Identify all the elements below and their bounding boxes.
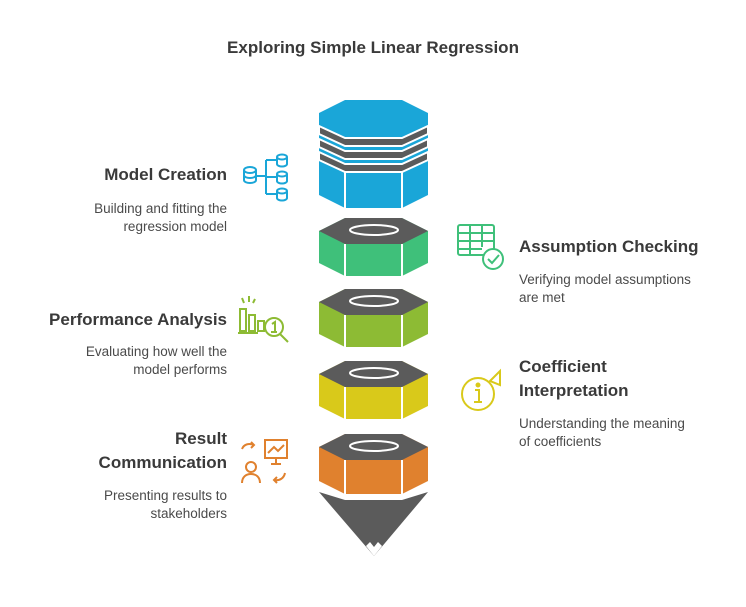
desc-line: Evaluating how well the bbox=[85, 344, 227, 359]
step-title-performance-analysis: Performance Analysis bbox=[49, 310, 227, 329]
step-desc-performance-analysis: Evaluating how well the model performs bbox=[7, 343, 227, 379]
desc-line: model performs bbox=[133, 362, 227, 377]
desc-line: Building and fitting the bbox=[94, 201, 227, 216]
desc-line: of coefficients bbox=[519, 434, 602, 449]
step-title-result-communication: Result Communication bbox=[7, 427, 227, 475]
table-check-icon bbox=[457, 224, 504, 270]
title-line: Interpretation bbox=[519, 381, 629, 400]
stage-performance-analysis bbox=[319, 289, 428, 347]
step-desc-assumption-checking: Verifying model assumptions are met bbox=[519, 271, 739, 307]
step-desc-coefficient-interpretation: Understanding the meaning of coefficient… bbox=[519, 415, 739, 451]
stage-coefficient-interpretation bbox=[319, 361, 428, 419]
bar-chart-magnifier-icon bbox=[238, 296, 289, 343]
database-hierarchy-icon bbox=[243, 153, 288, 202]
title-line: Communication bbox=[98, 453, 227, 472]
desc-line: Verifying model assumptions bbox=[519, 272, 691, 287]
desc-line: regression model bbox=[123, 219, 227, 234]
diagram-title: Exploring Simple Linear Regression bbox=[227, 38, 519, 57]
title-line: Coefficient bbox=[519, 357, 607, 376]
title-line: Result bbox=[175, 429, 227, 448]
stage-model-creation bbox=[318, 100, 429, 208]
presentation-people-icon bbox=[241, 439, 288, 484]
desc-line: Understanding the meaning bbox=[519, 416, 685, 431]
step-title-assumption-checking: Assumption Checking bbox=[519, 237, 699, 256]
info-megaphone-icon bbox=[461, 368, 501, 411]
desc-line: stakeholders bbox=[150, 506, 227, 521]
desc-line: are met bbox=[519, 290, 565, 305]
step-desc-model-creation: Building and fitting the regression mode… bbox=[7, 200, 227, 236]
step-title-model-creation: Model Creation bbox=[104, 165, 227, 184]
desc-line: Presenting results to bbox=[103, 488, 227, 503]
step-title-coefficient-interpretation: Coefficient Interpretation bbox=[519, 355, 739, 403]
stage-assumption-checking bbox=[319, 218, 428, 276]
step-desc-result-communication: Presenting results to stakeholders bbox=[7, 487, 227, 523]
stage-result-communication bbox=[319, 434, 428, 556]
